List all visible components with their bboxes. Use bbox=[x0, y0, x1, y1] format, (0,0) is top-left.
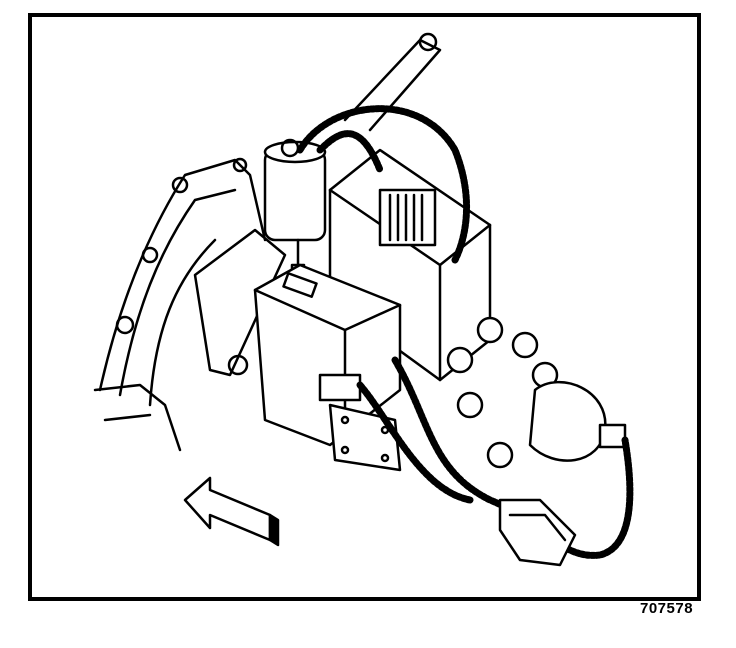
accumulator bbox=[528, 380, 627, 462]
solenoid bbox=[263, 138, 327, 282]
control-module bbox=[253, 263, 402, 472]
figure-number: 707578 bbox=[640, 600, 694, 617]
fuel-outlets bbox=[446, 316, 559, 469]
harness-connector bbox=[498, 498, 577, 567]
engine-housing bbox=[93, 157, 267, 452]
connector bbox=[318, 373, 362, 402]
direction-arrow bbox=[183, 476, 280, 547]
